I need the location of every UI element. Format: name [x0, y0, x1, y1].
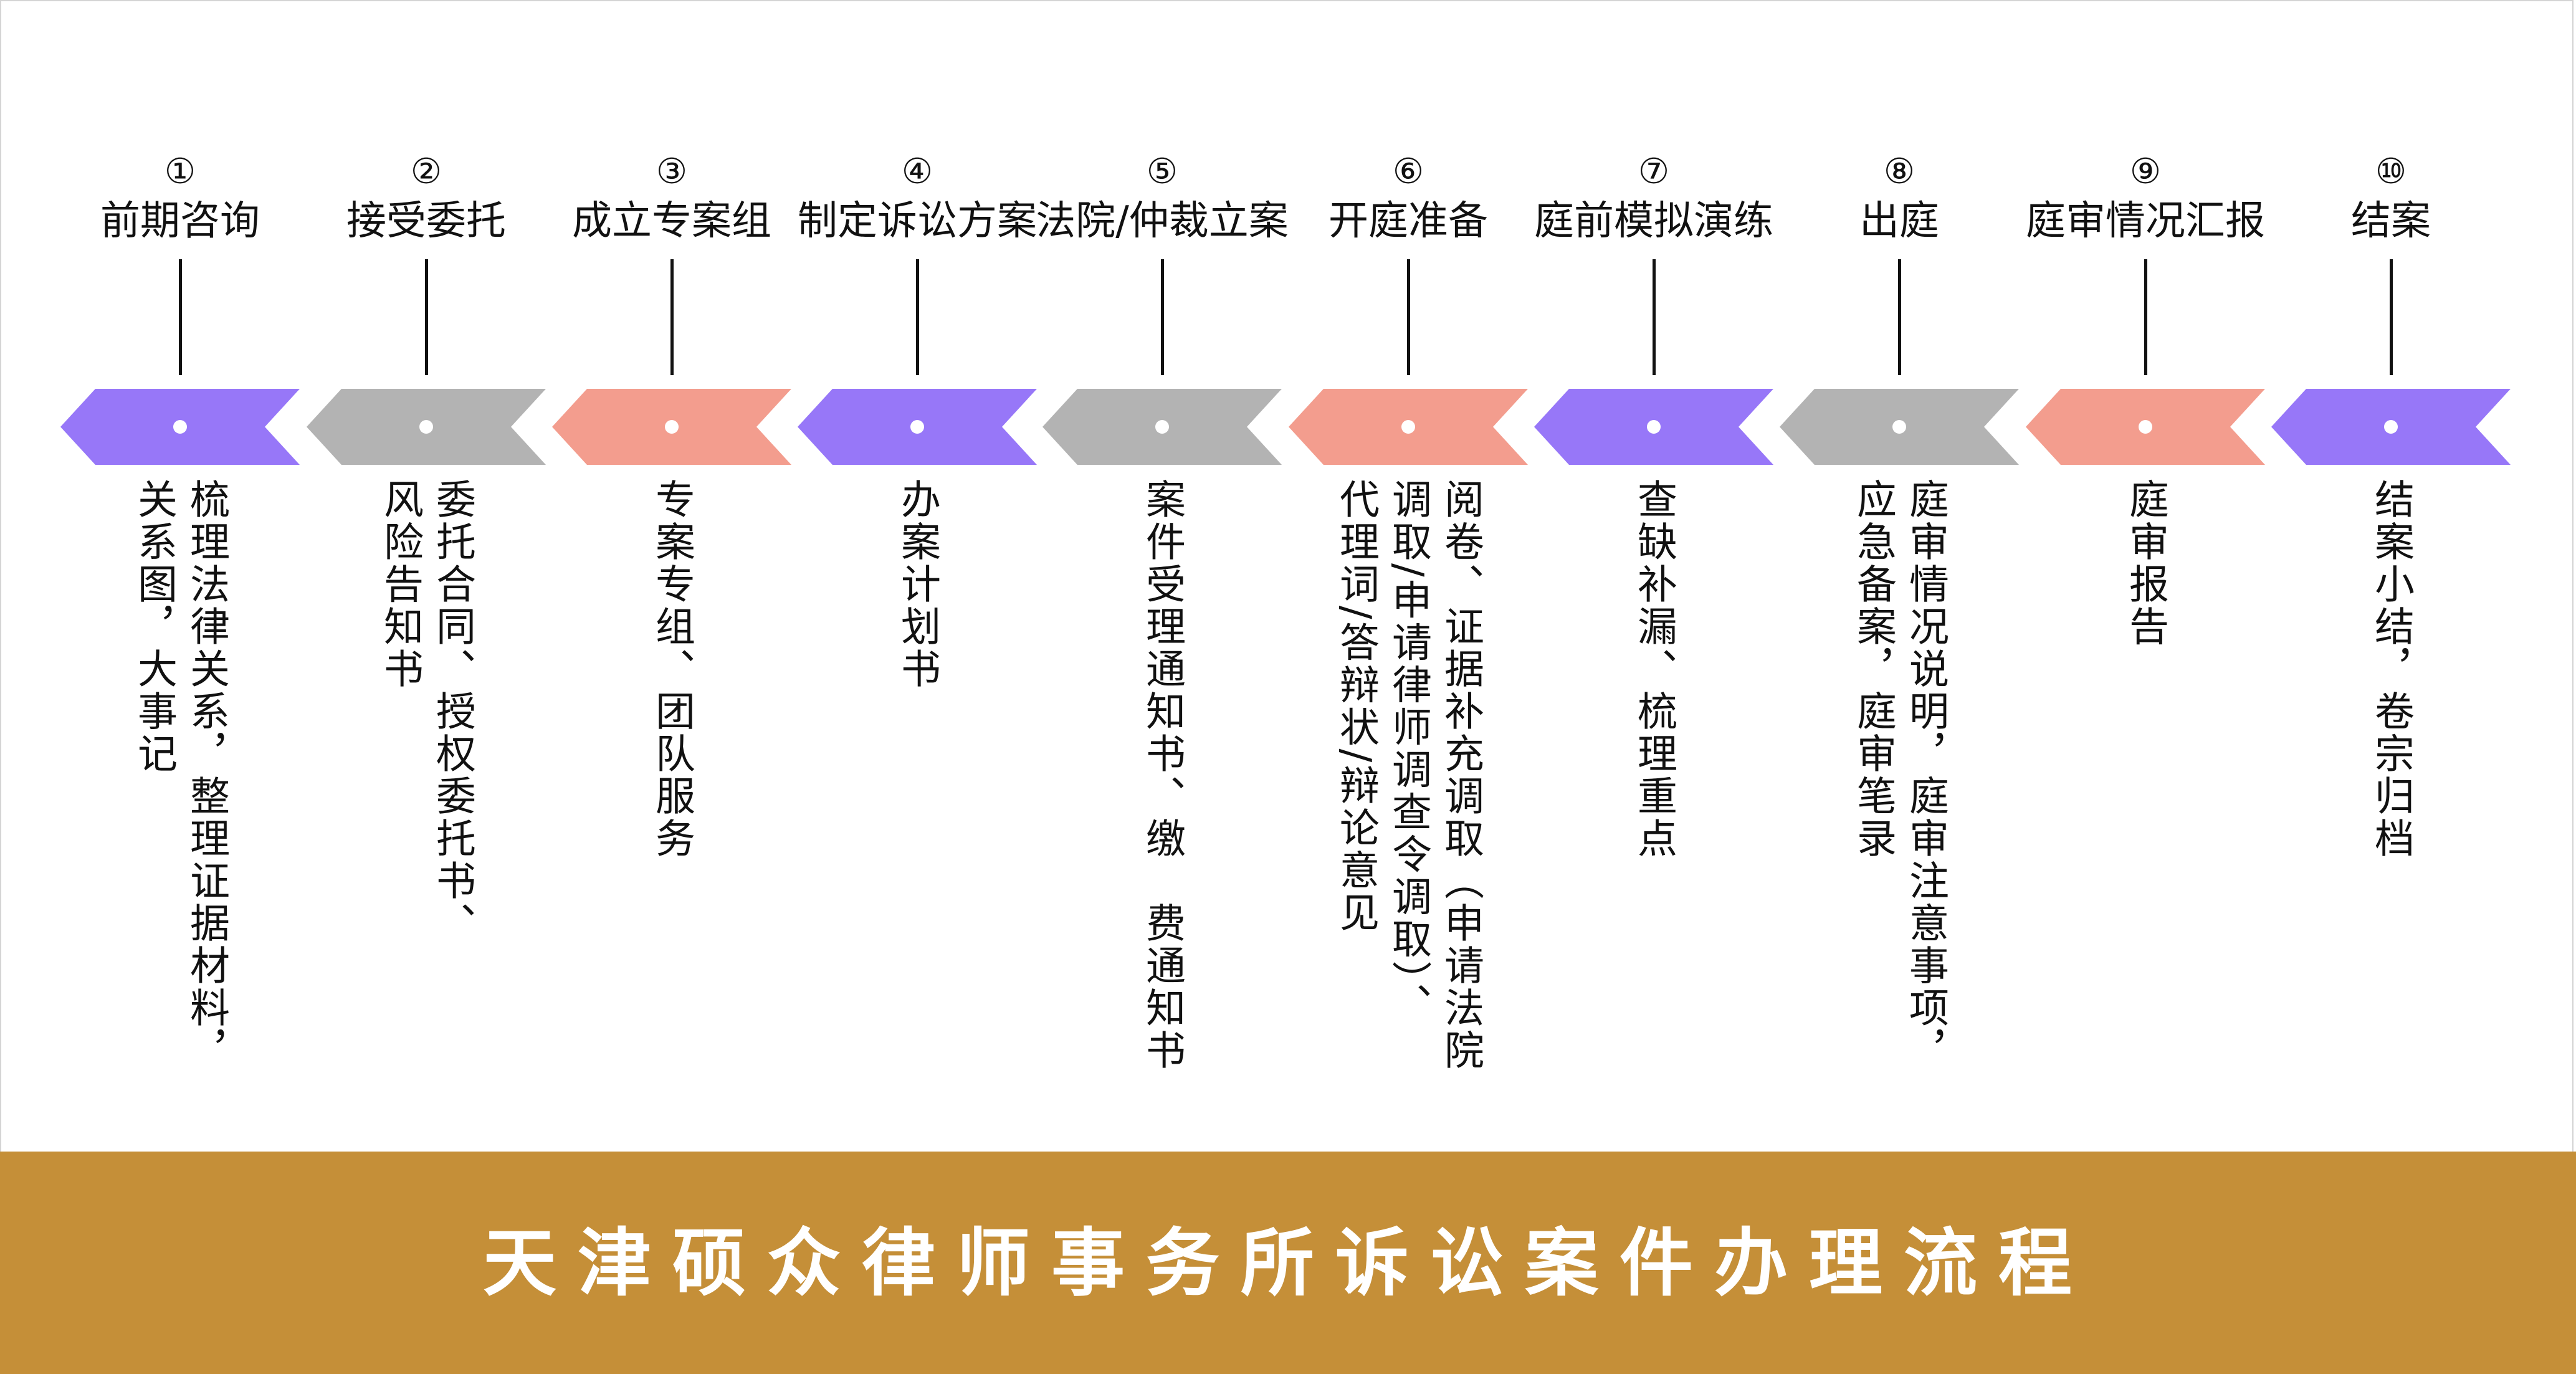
- chevron-dot-2: [419, 420, 433, 434]
- chevron-dot-3: [665, 420, 679, 434]
- step-description-5: 案件受理通知书、缴 费通知书: [1139, 479, 1185, 1072]
- step-description-8: 庭审情况说明，庭审注意事项， 应急备案，庭审笔录: [1850, 479, 1949, 1072]
- step-description-7: 查缺补漏、梳理重点: [1631, 479, 1677, 860]
- step-connector-4: [916, 259, 919, 375]
- step-title-2: 接受委托: [346, 198, 506, 244]
- step-connector-10: [2390, 259, 2393, 375]
- step-description-3: 专案专组、团队服务: [649, 479, 695, 860]
- step-description-9: 庭审报告: [2122, 479, 2168, 648]
- step-title-8: 出庭: [1859, 198, 1939, 244]
- step-number-6: ⑥: [1392, 151, 1424, 192]
- step-connector-7: [1653, 259, 1656, 375]
- title-banner: 天津硕众律师事务所诉讼案件办理流程: [0, 1152, 2576, 1374]
- page-title: 天津硕众律师事务所诉讼案件办理流程: [482, 1219, 2093, 1306]
- step-title-7: 庭前模拟演练: [1534, 198, 1773, 244]
- chevron-dot-1: [173, 420, 187, 434]
- step-description-1: 梳理法律关系，整理证据材料， 关系图，大事记: [131, 479, 229, 1072]
- chevron-dot-4: [910, 420, 924, 434]
- step-number-8: ⑧: [1883, 151, 1915, 192]
- step-number-4: ④: [901, 151, 933, 192]
- step-description-6: 阅卷、证据补充调取（申请法院 调取/申请律师调查令调取）、 代理词/答辩状/辩论…: [1333, 479, 1484, 1072]
- step-number-9: ⑨: [2129, 151, 2162, 192]
- chevron-dot-6: [1401, 420, 1415, 434]
- step-number-3: ③: [656, 151, 688, 192]
- step-connector-1: [179, 259, 182, 375]
- chevron-dot-8: [1892, 420, 1906, 434]
- step-title-6: 开庭准备: [1329, 198, 1488, 244]
- step-connector-5: [1161, 259, 1164, 375]
- step-description-4: 办案计划书: [894, 479, 940, 690]
- step-number-7: ⑦: [1638, 151, 1670, 192]
- step-title-5: 法院/仲裁立案: [1036, 198, 1289, 244]
- step-title-3: 成立专案组: [572, 198, 771, 244]
- diagram-frame: [0, 0, 2574, 1152]
- step-number-10: ⑩: [2375, 151, 2407, 192]
- step-connector-8: [1898, 259, 1901, 375]
- step-description-2: 委托合同、授权委托书、 风险告知书: [377, 479, 475, 945]
- step-description-10: 结案小结，卷宗归档: [2368, 479, 2414, 860]
- step-connector-3: [670, 259, 674, 375]
- step-number-2: ②: [410, 151, 442, 192]
- chevron-dot-10: [2384, 420, 2398, 434]
- chevron-dot-7: [1647, 420, 1661, 434]
- step-connector-9: [2144, 259, 2147, 375]
- chevron-dot-9: [2139, 420, 2152, 434]
- step-number-5: ⑤: [1146, 151, 1178, 192]
- step-title-1: 前期咨询: [100, 198, 260, 244]
- step-title-4: 制定诉讼方案: [798, 198, 1037, 244]
- step-number-1: ①: [164, 151, 196, 192]
- chevron-dot-5: [1155, 420, 1169, 434]
- step-title-10: 结案: [2351, 198, 2431, 244]
- step-connector-6: [1407, 259, 1410, 375]
- step-title-9: 庭审情况汇报: [2026, 198, 2265, 244]
- step-connector-2: [425, 259, 428, 375]
